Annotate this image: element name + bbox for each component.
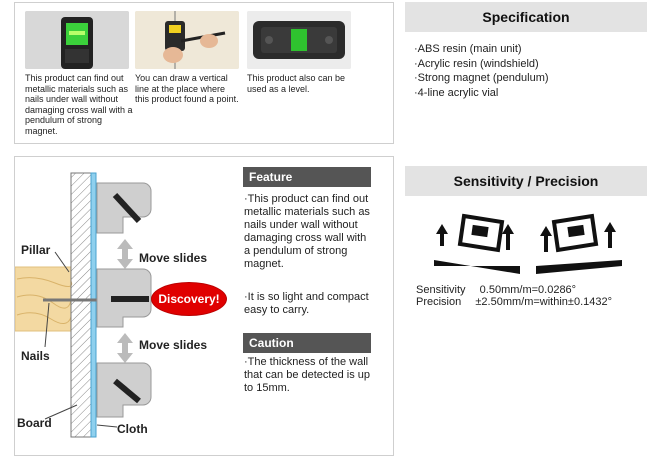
feature-item-2: ·It is so light and compact easy to carr… [244, 291, 369, 316]
product-photo-front [25, 11, 129, 69]
tilt-illustration [434, 213, 622, 274]
pillar-label: Pillar [21, 243, 51, 257]
precision-value: ±2.50mm/m=within±0.1432° [475, 296, 612, 308]
sensitivity-row: Sensitivity 0.50mm/m=0.0286° [416, 284, 576, 296]
sensitivity-heading: Sensitivity / Precision [405, 166, 647, 196]
photo-caption-1: This product can find out metallic mater… [25, 73, 133, 136]
product-photo-level [247, 11, 351, 69]
product-photos-panel: This product can find out metallic mater… [14, 2, 394, 144]
photo-caption-2: You can draw a vertical line at the plac… [135, 73, 239, 104]
spec-item: ·4-line acrylic vial [414, 86, 499, 99]
feature-heading: Feature [243, 167, 371, 187]
precision-label: Precision [416, 296, 462, 308]
move-slides-label-top: Move slides [139, 251, 208, 265]
caution-heading: Caution [243, 333, 371, 353]
cloth-label: Cloth [117, 422, 148, 436]
spec-item: ·Acrylic resin (windshield) [414, 57, 539, 70]
discovery-text: Discovery! [158, 292, 220, 306]
spec-item: ·ABS resin (main unit) [414, 43, 522, 55]
detection-diagram-panel: Pillar Nails Board Cloth Move slides Mov… [14, 156, 394, 456]
photo-caption-3: This product also can be used as a level… [247, 73, 346, 94]
wall-diagram [15, 172, 152, 438]
specification-heading: Specification [405, 2, 647, 32]
precision-row: Precision ±2.50mm/m=within±0.1432° [416, 296, 612, 308]
specification-list: ·ABS resin (main unit) ·Acrylic resin (w… [414, 42, 549, 100]
board-label: Board [17, 416, 52, 430]
move-slides-label-bottom: Move slides [139, 338, 208, 352]
sensitivity-label: Sensitivity [416, 284, 466, 296]
feature-item-1: ·This product can find out metallic mate… [244, 193, 370, 270]
nails-label: Nails [21, 349, 50, 363]
sensitivity-value: 0.50mm/m=0.0286° [479, 284, 577, 296]
discovery-badge: Discovery! [151, 282, 227, 316]
caution-text: ·The thickness of the wall that can be d… [244, 356, 370, 394]
product-photo-drawing [135, 11, 239, 69]
spec-item: ·Strong magnet (pendulum) [414, 72, 549, 84]
